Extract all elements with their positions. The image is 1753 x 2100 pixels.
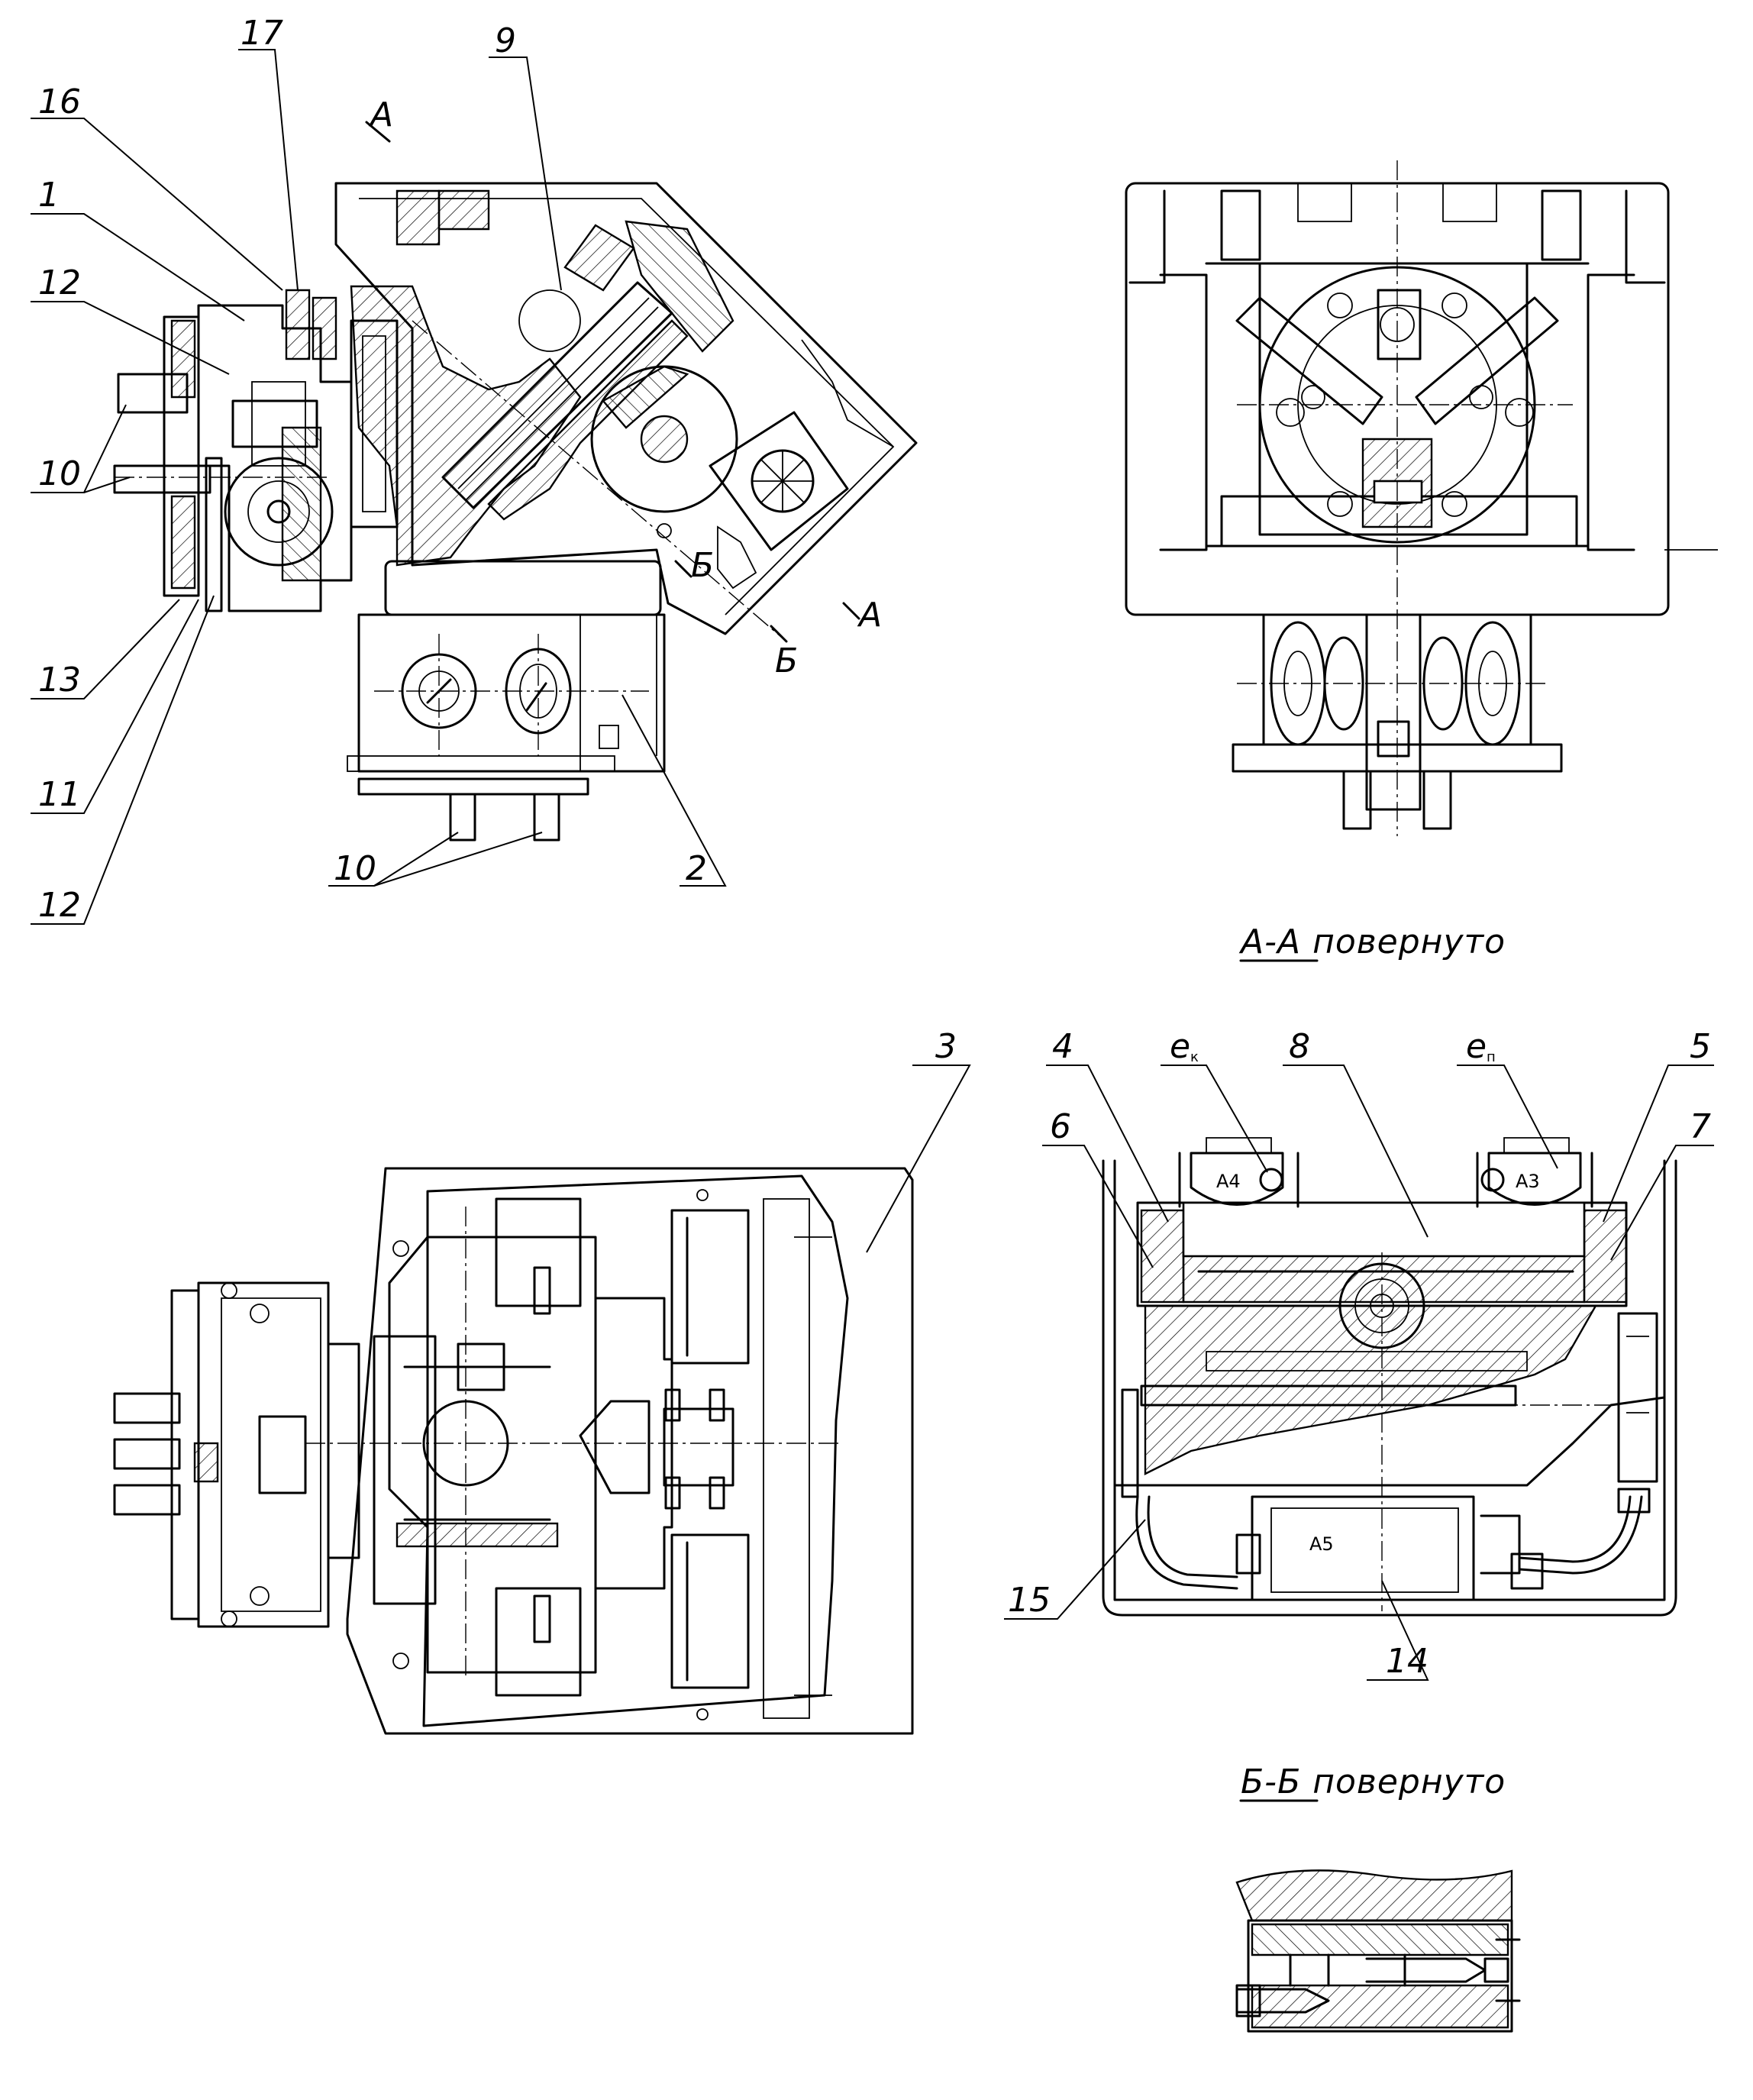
sensor-label-ep: e	[1466, 1027, 1487, 1066]
block-label-a4: А4	[1216, 1171, 1241, 1192]
callout-12-upper: 12	[38, 263, 81, 302]
view-title-b-b: Б-Б повернуто	[1241, 1762, 1506, 1801]
callout-5: 5	[1690, 1027, 1711, 1066]
callout-3: 3	[935, 1027, 957, 1066]
callout-6: 6	[1050, 1107, 1071, 1146]
sensor-label-ek-subscript: к	[1190, 1049, 1199, 1065]
section-b-b: А4 А3 А5 e к e п 4	[1004, 1027, 1714, 1802]
callout-17: 17	[241, 14, 283, 53]
callouts-main: 17 16 1 12 10 13 11 12 9 10 2	[31, 14, 727, 925]
view-a-a: А-А повернуто	[1125, 160, 1718, 962]
section-mark-a-bottom: А	[857, 596, 882, 635]
view-title-a-a: А-А повернуто	[1238, 922, 1506, 961]
detail-view	[1235, 1869, 1521, 2033]
callout-1: 1	[38, 176, 60, 215]
section-mark-b-inner: Б	[691, 546, 714, 585]
callout-10-bottom: 10	[334, 849, 376, 888]
callout-13: 13	[38, 661, 81, 699]
block-label-a3: А3	[1516, 1171, 1540, 1192]
callout-12-lower: 12	[38, 886, 81, 925]
main-view: А А Б Б 17 16 1 12 10 13 11 12 9	[31, 14, 918, 925]
section-mark-b-outer: Б	[775, 641, 798, 680]
sensor-label-ep-subscript: п	[1487, 1049, 1496, 1065]
callout-11: 11	[38, 775, 81, 814]
callout-16: 16	[38, 82, 81, 121]
callout-2: 2	[686, 849, 707, 888]
section-mark-a-top: А	[368, 95, 393, 134]
plan-view: 3	[113, 1027, 971, 1735]
callout-15: 15	[1008, 1581, 1051, 1620]
callout-4: 4	[1052, 1027, 1073, 1066]
callout-9: 9	[495, 21, 516, 60]
sensor-label-ek: e	[1170, 1027, 1190, 1066]
callout-10-left: 10	[38, 454, 81, 493]
callout-7: 7	[1690, 1107, 1711, 1146]
block-label-a5: А5	[1309, 1533, 1334, 1555]
callout-14: 14	[1386, 1642, 1429, 1681]
callout-8: 8	[1289, 1027, 1310, 1066]
